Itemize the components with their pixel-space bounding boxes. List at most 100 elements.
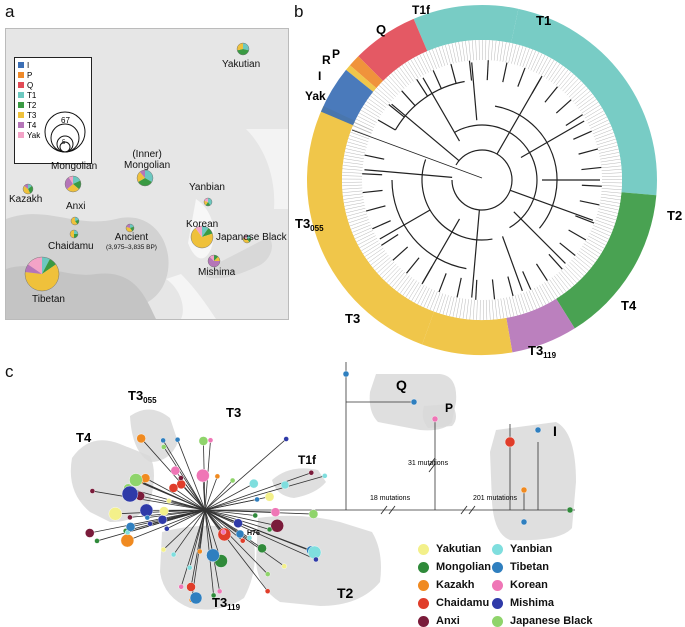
pop-label-ancient: Ancient (3,975–3,835 BP) xyxy=(106,233,157,253)
network-edge xyxy=(205,484,254,510)
legend-item-yakutian: Yakutian xyxy=(418,543,481,555)
pop-label-yakutian: Yakutian xyxy=(222,59,260,70)
haplotype-node xyxy=(171,466,180,475)
clade-label-r: R xyxy=(322,53,331,67)
haplotype-node xyxy=(127,515,132,520)
legend-label: Anxi xyxy=(436,615,460,627)
map-panel: I P Q T1 T2 T3 T4 Yak 67 5 Yakutian Mong… xyxy=(5,28,289,320)
haplotype-node xyxy=(179,584,184,589)
legend-item-kazakh: Kazakh xyxy=(418,579,475,591)
haplotype-node xyxy=(145,515,150,520)
cluster-label-t1f: T1f xyxy=(298,453,317,467)
legend-label: Chaidamu xyxy=(436,597,489,609)
node-label-h76: H76 xyxy=(247,530,260,537)
pop-label-chaidamu: Chaidamu xyxy=(48,241,94,252)
legend-dot xyxy=(418,598,429,609)
cluster-label-q: Q xyxy=(396,377,407,393)
legend-dot xyxy=(418,616,429,627)
clade-label-t2: T2 xyxy=(667,208,682,223)
legend-item-anxi: Anxi xyxy=(418,615,460,627)
legend-item-chaidamu: Chaidamu xyxy=(418,597,489,609)
haplotype-node xyxy=(187,565,192,570)
legend-label: Yakutian xyxy=(436,543,481,555)
legend-dot xyxy=(418,544,429,555)
pie-chaidamu xyxy=(70,230,78,238)
legend-dot xyxy=(492,544,503,555)
haplotype-node xyxy=(85,529,94,538)
haplotype-node xyxy=(309,470,314,475)
haplotype-node xyxy=(567,507,573,513)
pie-ancient xyxy=(126,224,134,232)
haplotype-node xyxy=(164,526,169,531)
cluster-hulls xyxy=(71,374,576,610)
haplotype-node xyxy=(166,498,171,503)
clade-label-t1: T1 xyxy=(536,13,551,28)
pop-label-inner-line2: Mongolian xyxy=(124,160,170,171)
legend-dot xyxy=(492,562,503,573)
legend-label: Mishima xyxy=(510,597,554,609)
pie-yanbian xyxy=(204,198,212,206)
haplotype-node xyxy=(161,444,166,449)
clade-label-i: I xyxy=(318,69,321,83)
clade-label-p: P xyxy=(332,47,340,61)
haplotype-node xyxy=(432,416,438,422)
haplotype-node xyxy=(230,478,235,483)
pop-label-inner-line1: (Inner) xyxy=(124,149,170,160)
haplotype-node xyxy=(190,592,202,604)
haplotype-node xyxy=(208,438,213,443)
legend-item-mishima: Mishima xyxy=(492,597,554,609)
haplotype-node xyxy=(90,489,95,494)
haplotype-node xyxy=(267,527,272,532)
mutation-label-18: 18 mutations xyxy=(370,495,411,502)
haplotype-node xyxy=(521,487,527,493)
haplotype-node xyxy=(535,427,541,433)
clade-label-yak: Yak xyxy=(305,89,326,103)
haplotype-node xyxy=(308,546,321,559)
haplotype-node xyxy=(258,544,267,553)
haplotype-node xyxy=(217,589,222,594)
haplotype-node xyxy=(265,572,270,577)
clade-arcs xyxy=(307,5,657,355)
cluster-label-t3-055: T3055 xyxy=(128,388,157,405)
pop-label-kazakh: Kazakh xyxy=(9,194,42,205)
haplotype-node xyxy=(206,549,219,562)
pop-label-mongolian: Mongolian xyxy=(51,161,97,172)
haplotype-node xyxy=(121,534,134,547)
pop-label-tibetan: Tibetan xyxy=(32,294,65,305)
legend-item-yanbian: Yanbian xyxy=(492,543,552,555)
haplotype-node xyxy=(253,513,258,518)
haplotype-node xyxy=(249,479,258,488)
legend-label: Tibetan xyxy=(510,561,549,573)
pop-label-ancient-date: (3,975–3,835 BP) xyxy=(106,243,157,253)
pie-tibetan xyxy=(25,257,59,291)
haplotype-node xyxy=(175,437,180,442)
haplotype-node xyxy=(158,515,167,524)
haplotype-node xyxy=(271,519,284,532)
haplotype-node xyxy=(148,521,153,526)
phylogenetic-tree: Yak I R P Q T1f T1 T2 T4 T3119 T3 T3055 xyxy=(290,0,685,358)
haplotype-node xyxy=(161,438,166,443)
haplotype-node xyxy=(240,538,245,543)
haplotype-node xyxy=(171,552,176,557)
legend-item-tibetan: Tibetan xyxy=(492,561,549,573)
legend-dot xyxy=(492,580,503,591)
pop-label-yanbian: Yanbian xyxy=(189,182,225,193)
haplotype-node xyxy=(199,436,208,445)
haplotype-node xyxy=(505,437,515,447)
haplotype-node xyxy=(169,483,178,492)
pop-label-mishima: Mishima xyxy=(198,267,235,278)
mutation-label-31: 31 mutations xyxy=(408,460,449,467)
haplotype-node xyxy=(309,510,318,519)
legend-dot xyxy=(418,562,429,573)
pie-kazakh xyxy=(23,184,33,194)
haplotype-node xyxy=(140,504,153,517)
haplotype-node xyxy=(521,519,527,525)
haplotype-node xyxy=(160,507,169,516)
haplotype-node xyxy=(255,497,260,502)
pie-anxi xyxy=(71,217,79,225)
haplotype-node xyxy=(178,476,183,481)
haplotype-node xyxy=(313,557,318,562)
haplotype-node xyxy=(281,481,289,489)
legend-item-korean: Korean xyxy=(492,579,548,591)
pop-label-anxi: Anxi xyxy=(66,201,85,212)
